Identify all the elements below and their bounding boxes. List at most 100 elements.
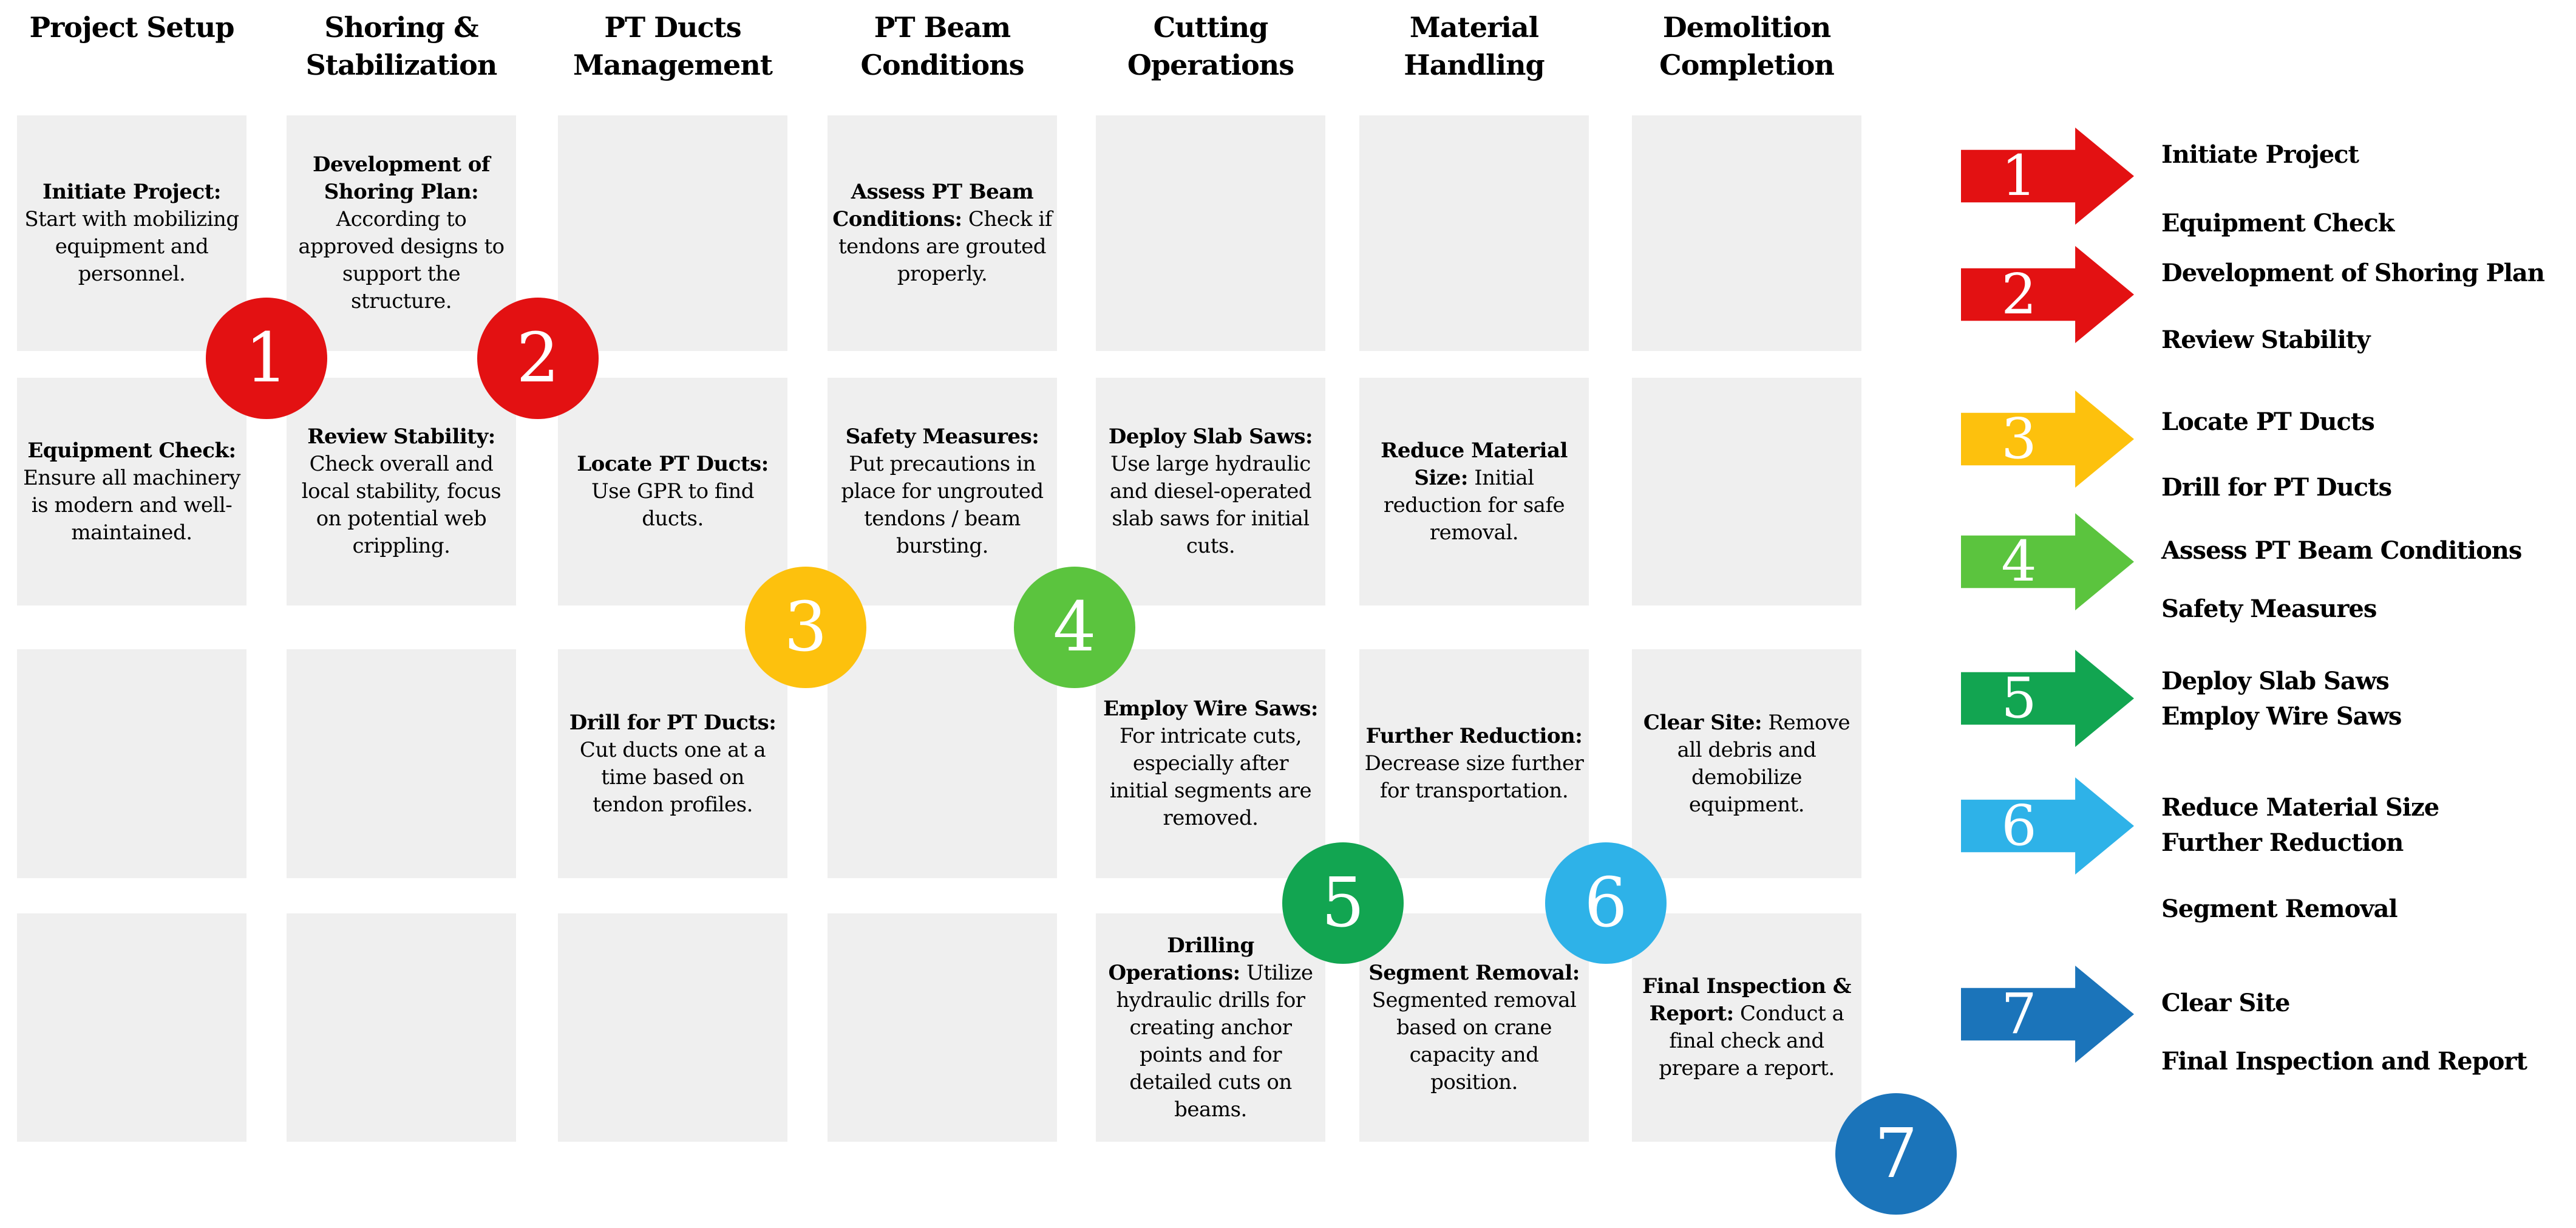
- cell-safety-measures: Safety Measures: Put precautions in plac…: [828, 378, 1057, 605]
- step-number: 7: [1874, 1114, 1918, 1193]
- column-header-shoring-stabilization: Shoring & Stabilization: [305, 11, 498, 81]
- cell-equipment-check: Equipment Check: Ensure all machinery is…: [17, 378, 246, 605]
- column-header-cutting-operations: Cutting Operations: [1127, 11, 1294, 81]
- cell-text: For intricate cuts, especially after ini…: [1109, 724, 1312, 830]
- legend-arrow-4: 4: [1961, 513, 2134, 610]
- cell-drilling-operations: Drilling Operations: Utilize hydraulic d…: [1096, 913, 1325, 1142]
- legend-arrow-3: 3: [1961, 391, 2134, 488]
- legend-arrow-number: 6: [2001, 793, 2037, 858]
- cell-empty: [1096, 115, 1325, 351]
- cell-development-of-shoring-plan: Development of Shoring Plan: According t…: [287, 115, 516, 351]
- legend-label-segment-removal: Segment Removal: [2161, 895, 2398, 923]
- legend-arrow-2: 2: [1961, 246, 2134, 343]
- cell-text: Conduct a final check and prepare a repo…: [1659, 1001, 1844, 1080]
- step-number: 5: [1321, 864, 1365, 943]
- cell-lead: Employ Wire Saws:: [1103, 697, 1318, 721]
- cell-empty: [1632, 115, 1861, 351]
- cell-lead: Further Reduction:: [1365, 724, 1583, 748]
- cell-lead: Initiate Project:: [42, 180, 221, 204]
- cell-reduce-material-size: Reduce Material Size: Initial reduction …: [1359, 378, 1589, 605]
- cell-lead: Locate PT Ducts:: [577, 452, 769, 476]
- column-header-pt-ducts-management: PT Ducts Management: [573, 11, 773, 81]
- step-marker-3: 3: [745, 567, 866, 688]
- legend-label-employ-wire-saws: Employ Wire Saws: [2161, 702, 2402, 731]
- cell-lead: Development of Shoring Plan:: [312, 152, 491, 204]
- cell-lead: Drill for PT Ducts:: [569, 710, 777, 735]
- column-header-material-handling: Material Handling: [1404, 11, 1545, 81]
- legend-label-clear-site: Clear Site: [2161, 989, 2290, 1017]
- cell-lead: Segment Removal:: [1368, 960, 1580, 985]
- column-header-pt-beam-conditions: PT Beam Conditions: [860, 11, 1024, 81]
- legend-label-deploy-slab-saws: Deploy Slab Saws: [2161, 667, 2390, 695]
- legend-arrow-number: 3: [2001, 406, 2037, 471]
- step-marker-4: 4: [1014, 567, 1135, 688]
- legend-arrow-6: 6: [1961, 777, 2134, 875]
- legend-label-development-of-shoring-plan: Development of Shoring Plan: [2161, 259, 2545, 287]
- cell-further-reduction: Further Reduction: Decrease size further…: [1359, 649, 1589, 878]
- cell-text: Put precautions in place for ungrouted t…: [841, 452, 1044, 558]
- legend-arrow-number: 7: [2001, 981, 2037, 1046]
- cell-deploy-slab-saws: Deploy Slab Saws: Use large hydraulic an…: [1096, 378, 1325, 605]
- step-marker-6: 6: [1545, 842, 1667, 964]
- legend-label-review-stability: Review Stability: [2161, 326, 2371, 354]
- step-marker-2: 2: [477, 298, 599, 419]
- cell-text: Check if tendons are grouted properly.: [838, 207, 1052, 286]
- legend-arrow-number: 5: [2001, 666, 2037, 731]
- cell-text: Start with mobilizing equipment and pers…: [24, 207, 239, 286]
- cell-final-inspection-report: Final Inspection & Report: Conduct a fin…: [1632, 913, 1861, 1142]
- cell-empty: [828, 913, 1057, 1142]
- cell-text: Cut ducts one at a time based on tendon …: [579, 737, 766, 817]
- cell-assess-pt-beam-conditions: Assess PT Beam Conditions: Check if tend…: [828, 115, 1057, 351]
- cell-lead: Drilling Operations:: [1108, 933, 1255, 985]
- step-marker-1: 1: [206, 298, 327, 419]
- legend-label-initiate-project: Initiate Project: [2161, 140, 2359, 169]
- cell-empty: [558, 115, 787, 351]
- cell-text: Remove all debris and demobilize equipme…: [1677, 710, 1850, 817]
- cell-clear-site: Clear Site: Remove all debris and demobi…: [1632, 649, 1861, 878]
- cell-text: According to approved designs to support…: [298, 207, 505, 313]
- cell-empty: [287, 913, 516, 1142]
- cell-empty: [1632, 378, 1861, 605]
- cell-empty: [287, 649, 516, 878]
- cell-text: Ensure all machinery is modern and well-…: [23, 465, 240, 545]
- cell-lead: Safety Measures:: [845, 425, 1039, 449]
- cell-text: Decrease size further for transportation…: [1364, 751, 1584, 803]
- cell-empty: [558, 913, 787, 1142]
- cell-text: Use GPR to find ducts.: [591, 479, 755, 531]
- legend-label-assess-pt-beam-conditions: Assess PT Beam Conditions: [2161, 536, 2522, 565]
- legend-label-drill-for-pt-ducts: Drill for PT Ducts: [2161, 473, 2392, 502]
- cell-lead: Reduce Material Size:: [1381, 438, 1568, 490]
- legend-arrow-7: 7: [1961, 966, 2134, 1063]
- cell-empty: [1359, 115, 1589, 351]
- legend-label-reduce-material-size: Reduce Material Size: [2161, 793, 2439, 822]
- cell-lead: Equipment Check:: [27, 438, 236, 463]
- cell-drill-for-pt-ducts: Drill for PT Ducts: Cut ducts one at a t…: [558, 649, 787, 878]
- cell-lead: Assess PT Beam Conditions:: [832, 180, 1034, 231]
- step-number: 6: [1584, 864, 1628, 943]
- legend-label-locate-pt-ducts: Locate PT Ducts: [2161, 408, 2375, 436]
- cell-lead: Deploy Slab Saws:: [1108, 425, 1313, 449]
- legend-label-final-inspection-and-report: Final Inspection and Report: [2161, 1047, 2527, 1076]
- legend-label-further-reduction: Further Reduction: [2161, 828, 2404, 857]
- cell-empty: [17, 913, 246, 1142]
- cell-lead: Review Stability:: [307, 425, 495, 449]
- legend-label-equipment-check: Equipment Check: [2161, 209, 2394, 237]
- legend-arrow-5: 5: [1961, 650, 2134, 747]
- step-number: 1: [245, 319, 288, 398]
- cell-text: Segmented removal based on crane capacit…: [1371, 988, 1577, 1094]
- step-number: 3: [784, 588, 828, 667]
- cell-locate-pt-ducts: Locate PT Ducts: Use GPR to find ducts.: [558, 378, 787, 605]
- cell-text: Check overall and local stability, focus…: [301, 452, 501, 558]
- cell-initiate-project: Initiate Project: Start with mobilizing …: [17, 115, 246, 351]
- cell-employ-wire-saws: Employ Wire Saws: For intricate cuts, es…: [1096, 649, 1325, 878]
- cell-review-stability: Review Stability: Check overall and loca…: [287, 378, 516, 605]
- legend-arrow-number: 1: [2001, 143, 2037, 208]
- legend-arrow-1: 1: [1961, 128, 2134, 225]
- cell-lead: Final Inspection & Report:: [1642, 974, 1851, 1026]
- legend-arrow-number: 2: [2001, 262, 2037, 327]
- legend-arrow-number: 4: [2001, 529, 2037, 594]
- cell-text: Utilize hydraulic drills for creating an…: [1116, 960, 1313, 1122]
- step-marker-5: 5: [1282, 842, 1404, 964]
- cell-text: Use large hydraulic and diesel-operated …: [1109, 452, 1312, 558]
